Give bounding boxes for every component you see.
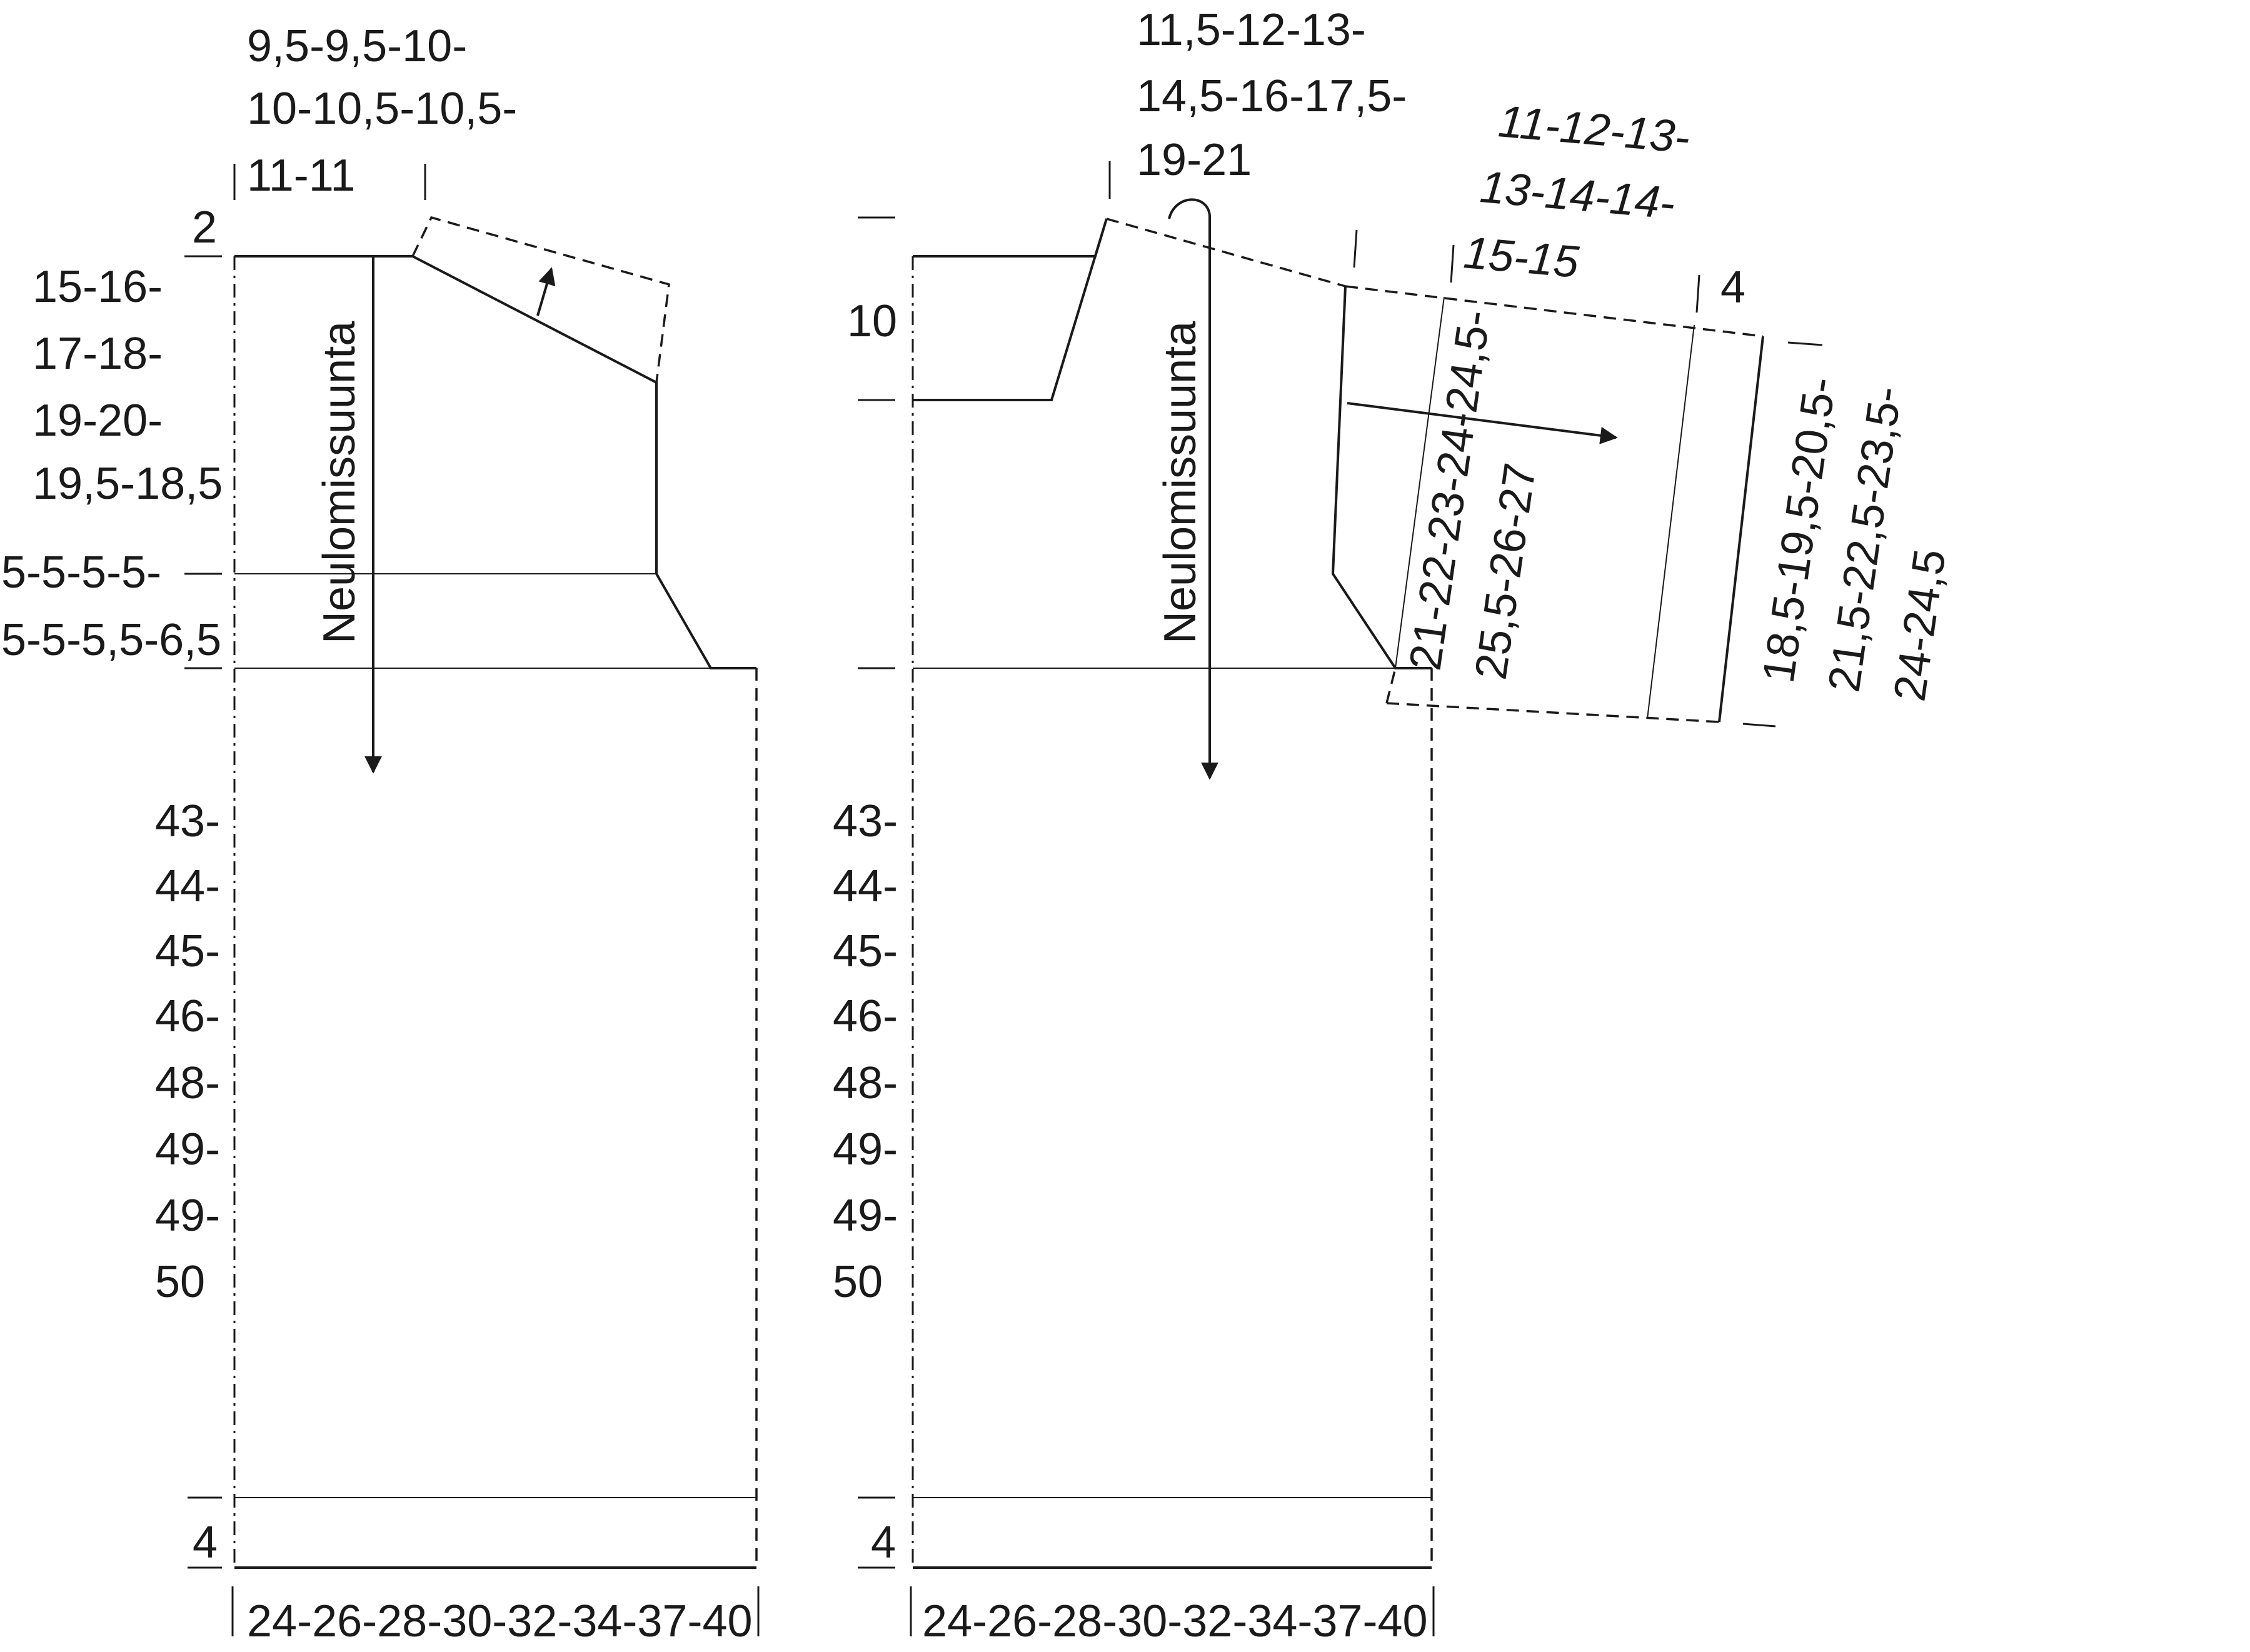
- sleeve-bottom-width-label: 18,5-19,5-20,5-21,5-22,5-23,5-24-24,5: [1754, 374, 1977, 704]
- sleeve-length-line-1: 11-12-13-: [1497, 96, 1692, 163]
- sleeve-cap-outline: [1331, 286, 1432, 669]
- front-body-length-label: 43- 44- 45- 46- 48- 49- 49- 50: [833, 796, 898, 1307]
- back-armhole-depth-line-1: 15-16-: [33, 262, 163, 312]
- back-armhole-depth-line-2: 17-18-: [33, 329, 163, 379]
- sleeve-length-label: 11-12-13-13-14-14-15-15: [1462, 94, 1692, 296]
- front-collar-width-label: 11,5-12-13- 14,5-16-17,5- 19-21: [1137, 5, 1407, 185]
- front-body-length-line-4: 46-: [833, 991, 898, 1041]
- front-body-length-line-5: 48-: [833, 1058, 898, 1108]
- back-armhole-depth-label: 15-16- 17-18- 19-20- 19,5-18,5: [33, 262, 223, 509]
- back-body-length-line-4: 46-: [155, 991, 220, 1041]
- front-body-length-line-2: 44-: [833, 861, 898, 911]
- back-armhole-shaping-line-1: 5-5-5-5-: [1, 548, 161, 598]
- back-neck-width-line-1: 9,5-9,5-10-: [247, 21, 467, 71]
- back-outline: [234, 255, 756, 669]
- back-neck-width-line-3: 11-11: [247, 151, 355, 201]
- sleeve-cuff-tick-top: [1787, 341, 1823, 346]
- back-body-length-line-1: 43-: [155, 796, 220, 846]
- front-collar-width-line-3: 19-21: [1137, 135, 1252, 185]
- front-collar-width-line-2: 14,5-16-17,5-: [1137, 71, 1407, 121]
- front-knit-direction-arrow: [1168, 198, 1211, 275]
- sleeve-length-tick-right: [1695, 274, 1700, 313]
- front-width-label: 24-26-28-30-32-34-37-40: [922, 1596, 1428, 1646]
- sleeve-length-line-3: 15-15: [1462, 228, 1581, 288]
- front-collar-depth-label: 10: [847, 296, 897, 346]
- sleeve-cuff-label: 4: [1720, 263, 1745, 313]
- sleeve-top-width-line-2: 25,5-26-27: [1466, 460, 1546, 683]
- front-body-length-line-8: 50: [833, 1257, 883, 1307]
- back-body-length-line-5: 48-: [155, 1058, 220, 1108]
- back-neck-width-line-2: 10-10,5-10,5-: [247, 84, 517, 134]
- back-knitting-direction-label: Neulomissuunta: [314, 321, 364, 644]
- sleeve-bottom-edge: [1386, 702, 1720, 723]
- front-body-length-line-1: 43-: [833, 796, 898, 846]
- sleeve-top-width-label: 21-22-23-24-24,5-25,5-26-27: [1400, 307, 1566, 683]
- sleeve-top-width-line: [1395, 296, 1445, 669]
- back-shoulder-extension: [411, 216, 670, 383]
- back-width-label: 24-26-28-30-32-34-37-40: [247, 1596, 753, 1646]
- back-body-length-line-3: 45-: [155, 926, 220, 976]
- front-piece: 11,5-12-13-14,5-16-17,5-19-21 10 43-44-4…: [833, 5, 1435, 1646]
- back-body-length-line-2: 44-: [155, 861, 220, 911]
- back-body-length-line-8: 50: [155, 1257, 205, 1307]
- sleeve-length-line-2: 13-14-14-: [1478, 162, 1677, 229]
- front-body-length-line-6: 49-: [833, 1124, 898, 1174]
- back-hem-label: 4: [193, 1518, 218, 1568]
- front-collar-width-line-1: 11,5-12-13-: [1137, 5, 1366, 55]
- sleeve-cuff-line: [1647, 324, 1695, 719]
- back-armhole-depth-line-3: 19-20-: [33, 396, 163, 446]
- sleeve-top-edge: [1345, 285, 1764, 338]
- sleeve-length-tick-left: [1450, 244, 1455, 283]
- front-shoulder-extension: [1106, 218, 1346, 288]
- front-hem-label: 4: [871, 1518, 896, 1568]
- back-neck-width-label: 9,5-9,5-10- 10-10,5-10,5- 11-11: [247, 21, 517, 201]
- back-neck-depth-label: 2: [192, 203, 217, 253]
- front-body-length-line-7: 49-: [833, 1191, 898, 1241]
- back-body-length-line-6: 49-: [155, 1124, 220, 1174]
- sleeve-direction-arrow: [1347, 402, 1618, 444]
- back-armhole-shaping-label: 5-5-5-5- 5-5-5,5-6,5: [1, 548, 221, 665]
- sleeve-cuff-edge: [1718, 336, 1764, 723]
- back-armhole-shaping-line-2: 5-5-5,5-6,5: [1, 615, 221, 665]
- sleeve-cap-tick: [1353, 229, 1358, 268]
- sleeve-bottom-width-line-3: 24-24,5: [1885, 546, 1956, 704]
- back-body-length-line-7: 49-: [155, 1191, 220, 1241]
- sleeve-piece: 11-12-13-13-14-14-15-15 4 21-22-23-24-24…: [1331, 94, 1977, 728]
- back-body-length-label: 43- 44- 45- 46- 48- 49- 49- 50: [155, 796, 220, 1307]
- front-collar-outline: [913, 218, 1108, 401]
- back-armhole-depth-line-4: 19,5-18,5: [33, 459, 223, 509]
- sleeve-cuff-tick-bottom: [1742, 723, 1776, 728]
- back-piece: 9,5-9,5-10- 10-10,5-10,5- 11-11 2 15-16- 17…: [1, 21, 760, 1646]
- front-body-length-line-3: 45-: [833, 926, 898, 976]
- back-shoulder-direction-arrow: [536, 267, 556, 316]
- front-knitting-direction-label: Neulomissuunta: [1155, 321, 1205, 644]
- sleeve-cap-base-dash: [1385, 668, 1397, 704]
